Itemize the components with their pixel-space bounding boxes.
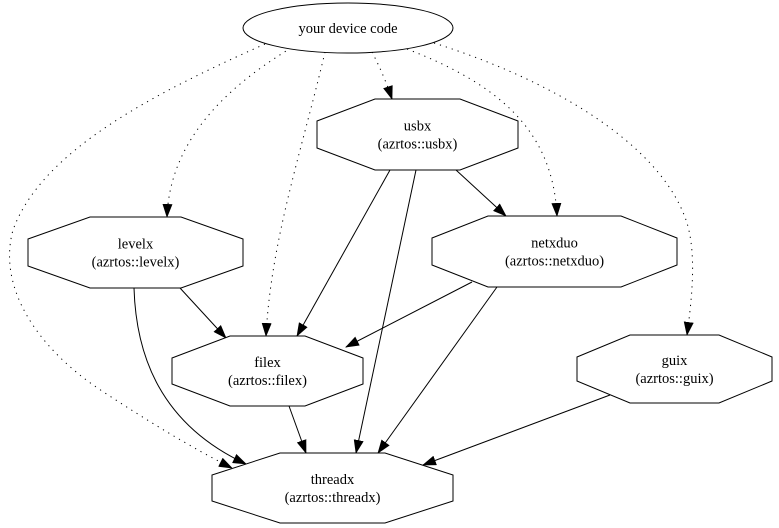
- node-guix: guix(azrtos::guix): [576, 334, 773, 404]
- node-device: your device code: [242, 2, 454, 54]
- threadx-label-line1: threadx: [311, 472, 355, 488]
- guix-label-line2: (azrtos::guix): [635, 371, 713, 387]
- levelx-label-line2: (azrtos::levelx): [92, 255, 180, 271]
- edge-netxduo-threadx: [377, 286, 498, 454]
- node-usbx: usbx(azrtos::usbx): [316, 98, 519, 171]
- edge-guix-threadx: [422, 394, 611, 466]
- netxduo-label-line2: (azrtos::netxduo): [505, 254, 604, 270]
- node-levelx: levelx(azrtos::levelx): [27, 216, 244, 289]
- usbx-label-line2: (azrtos::usbx): [378, 137, 458, 153]
- device-shape: [242, 2, 454, 54]
- levelx-shape: [27, 216, 244, 289]
- node-filex: filex(azrtos::filex): [171, 335, 364, 407]
- device-label-line1: your device code: [298, 21, 397, 37]
- filex-label-line2: (azrtos::filex): [228, 373, 307, 389]
- edge-usbx-netxduo: [455, 169, 507, 217]
- guix-shape: [576, 334, 773, 404]
- filex-label-line1: filex: [254, 355, 281, 371]
- edge-usbx-threadx: [353, 169, 417, 454]
- edge-usbx-filex: [296, 169, 391, 337]
- edge-device-filex: [261, 51, 326, 337]
- threadx-label-line2: (azrtos::threadx): [285, 490, 381, 506]
- nodes-layer: your device codeusbx(azrtos::usbx)levelx…: [27, 2, 773, 524]
- edge-device-levelx: [162, 47, 292, 218]
- levelx-label-line1: levelx: [118, 237, 154, 253]
- edge-filex-threadx: [288, 405, 307, 454]
- usbx-shape: [316, 98, 519, 171]
- edge-levelx-threadx: [133, 287, 247, 465]
- edge-device-guix: [433, 42, 694, 336]
- netxduo-shape: [431, 215, 678, 288]
- edges-layer: [9, 42, 694, 469]
- threadx-shape: [211, 452, 454, 524]
- node-netxduo: netxduo(azrtos::netxduo): [431, 215, 678, 288]
- netxduo-label-line1: netxduo: [531, 236, 578, 252]
- usbx-label-line1: usbx: [404, 119, 432, 135]
- guix-label-line1: guix: [662, 353, 689, 369]
- filex-shape: [171, 335, 364, 407]
- edge-netxduo-filex: [345, 281, 473, 348]
- edge-levelx-filex: [179, 287, 227, 339]
- edge-device-usbx: [371, 51, 393, 100]
- node-threadx: threadx(azrtos::threadx): [211, 452, 454, 524]
